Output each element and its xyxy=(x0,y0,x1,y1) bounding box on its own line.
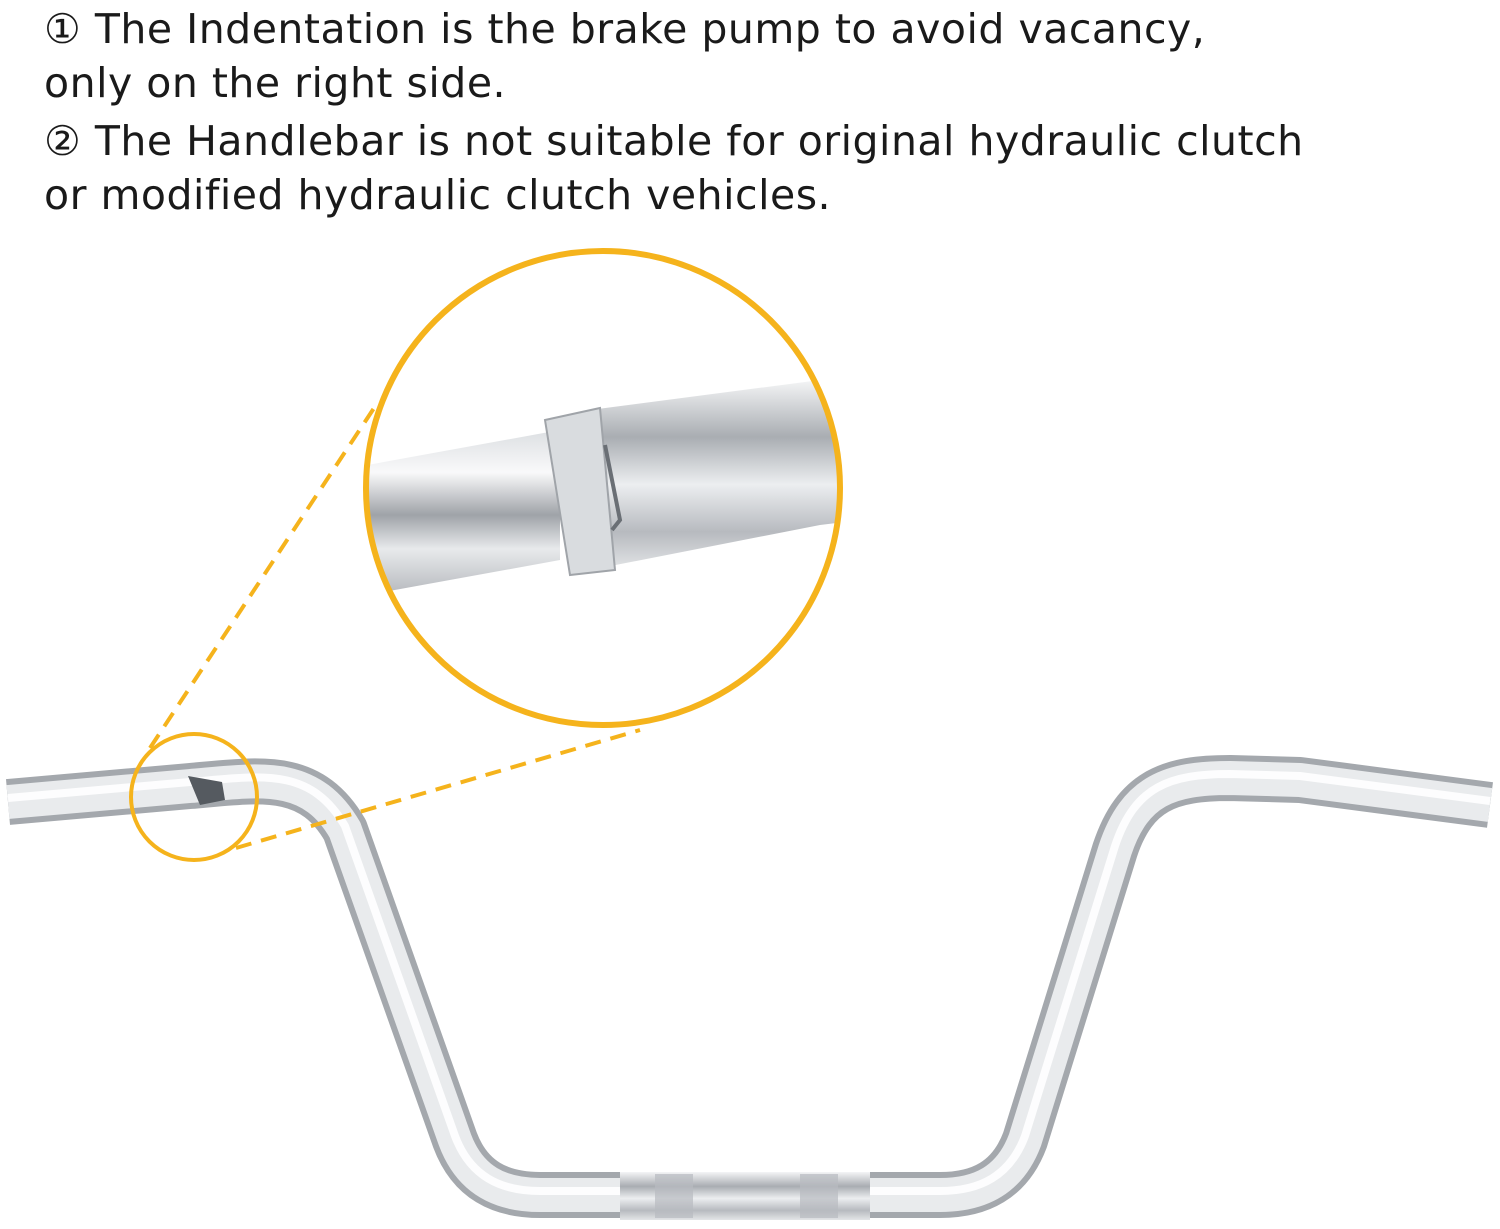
note-2: ② The Handlebar is not suitable for orig… xyxy=(44,114,1304,222)
note-1-line2: only on the right side. xyxy=(44,59,507,107)
magnifier-circle xyxy=(363,248,843,728)
note-2-line2: or modified hydraulic clutch vehicles. xyxy=(44,171,832,219)
note-1-line1: The Indentation is the brake pump to avo… xyxy=(94,5,1206,53)
note-1: ① The Indentation is the brake pump to a… xyxy=(44,2,1205,110)
note-2-marker: ② xyxy=(44,117,82,165)
knurling-left xyxy=(655,1174,693,1218)
note-2-line1: The Handlebar is not suitable for origin… xyxy=(94,117,1304,165)
indentation-mark xyxy=(188,776,225,805)
knurling-right xyxy=(800,1174,838,1218)
highlight-circle xyxy=(129,732,259,862)
callout-line-bottom xyxy=(235,728,641,850)
callout-line-top xyxy=(148,400,380,750)
handlebar xyxy=(5,755,1494,1220)
note-1-marker: ① xyxy=(44,5,82,53)
magnified-view xyxy=(367,252,839,724)
